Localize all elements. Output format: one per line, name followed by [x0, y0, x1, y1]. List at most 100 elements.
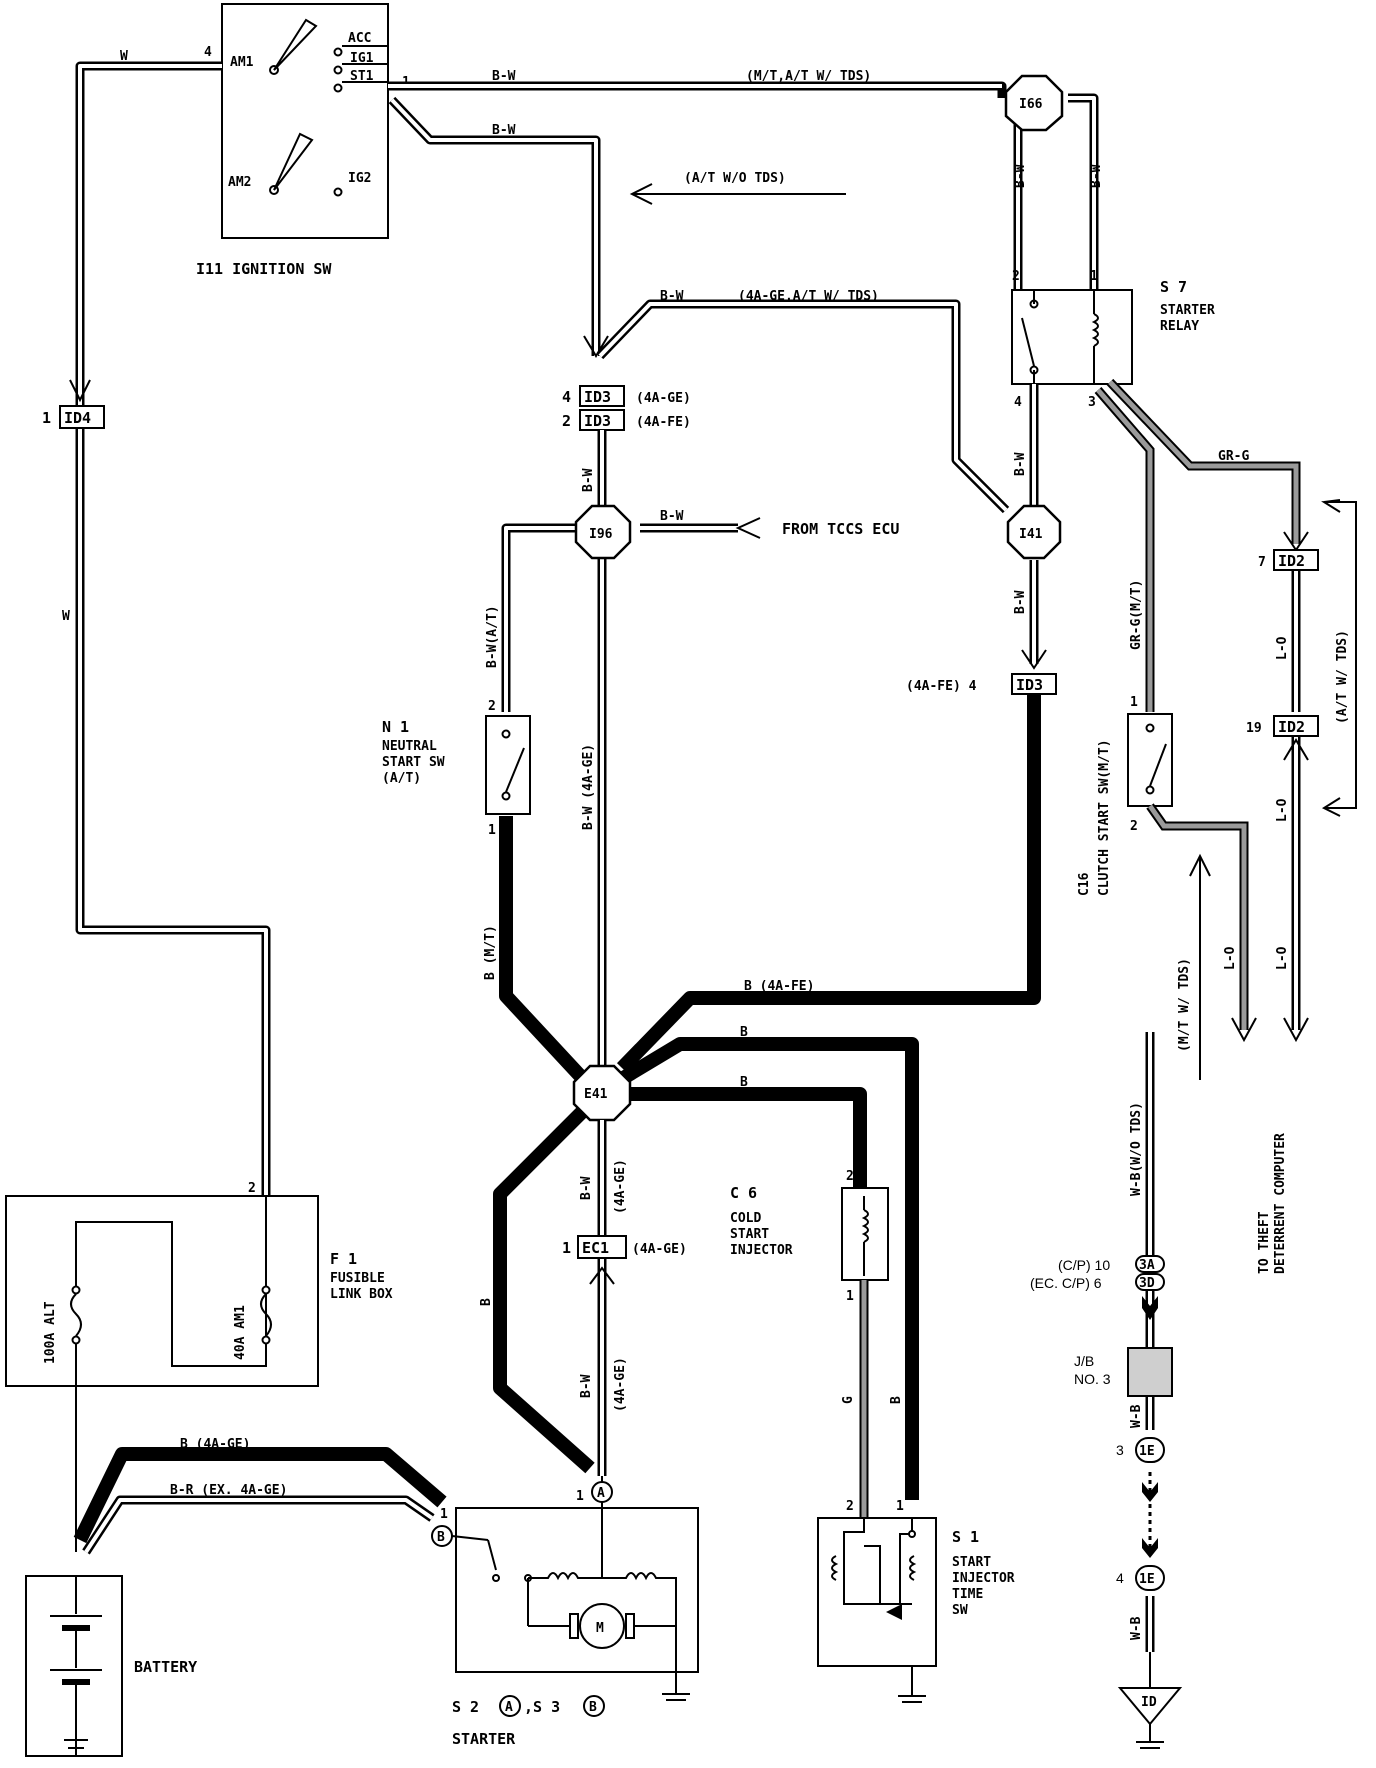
svg-text:3: 3: [1116, 1442, 1124, 1458]
ignition-terminal-ig1: IG1: [350, 51, 374, 66]
wire-label-bw-i41: B-W: [1013, 590, 1028, 614]
svg-text:ID: ID: [1141, 1695, 1157, 1710]
wire-label-4age-at-tds: (4A-GE,A/T W/ TDS): [738, 289, 879, 304]
wire-label-mt-at-tds: (M/T,A/T W/ TDS): [746, 69, 871, 84]
svg-text:(C/P) 10: (C/P) 10: [1058, 1257, 1110, 1273]
wire-label-b-left: B: [479, 1298, 494, 1306]
svg-text:FUSIBLE: FUSIBLE: [330, 1271, 385, 1286]
bw-starter-wire: B-W (4A-GE) B-W (4A-GE): [579, 1120, 628, 1476]
svg-text:(4A-GE): (4A-GE): [636, 391, 691, 406]
svg-text:INJECTOR: INJECTOR: [730, 1243, 793, 1258]
wire-label-w-top: W: [120, 49, 128, 64]
wire-label-bw-ec1: B-W: [579, 1374, 594, 1398]
wire-label-b-4afe: B (4A-FE): [744, 979, 814, 994]
connector-id3-4age: ID3 4 (4A-GE): [562, 385, 691, 407]
wb-wire: W-B(W/O TDS) W-B W-B: [1129, 1032, 1158, 1652]
wire-label-lo-1: L-O: [1275, 636, 1290, 660]
wire-label-br-ex: B-R (EX. 4A-GE): [170, 1483, 287, 1498]
svg-text:START: START: [952, 1555, 991, 1570]
svg-text:ID3: ID3: [584, 412, 611, 430]
fusible-link-box-id: F 1: [330, 1250, 357, 1268]
clutch-start-switch-id: C16: [1077, 872, 1092, 896]
svg-text:3A: 3A: [1139, 1258, 1155, 1273]
wire-label-4age-e41: (4A-GE): [613, 1159, 628, 1214]
connector-3d: 3D (EC. C/P) 6: [1030, 1273, 1165, 1291]
wire-label-at-wo-tds: (A/T W/O TDS): [684, 171, 786, 186]
wire-label-bw-top: B-W: [492, 69, 516, 84]
svg-text:B: B: [589, 1700, 597, 1715]
starter-label: STARTER: [452, 1730, 516, 1748]
from-tccs-label: FROM TCCS ECU: [782, 520, 899, 538]
wire-label-grg-mt: GR-G(M/T): [1129, 580, 1144, 650]
wire-label-b-mt: B (M/T): [483, 925, 498, 980]
svg-text:1: 1: [1090, 269, 1098, 284]
svg-text:START: START: [730, 1227, 769, 1242]
wire-label-bw-e41: B-W: [579, 1176, 594, 1200]
wire-label-lo-3: L-O: [1223, 946, 1238, 970]
svg-text:1: 1: [488, 823, 496, 838]
svg-text:A: A: [505, 1700, 513, 1715]
svg-text:B: B: [437, 1530, 445, 1545]
ignition-terminal-ig2: IG2: [348, 171, 371, 186]
br-wire: B-R (EX. 4A-GE): [82, 1483, 435, 1555]
svg-text:EC1: EC1: [582, 1239, 609, 1257]
svg-text:40A AM1: 40A AM1: [233, 1305, 248, 1360]
svg-text:1E: 1E: [1139, 1444, 1155, 1459]
connector-id2-19: ID2 19: [1246, 715, 1319, 737]
svg-text:2: 2: [248, 1181, 256, 1196]
connector-id3-4afe: ID3 2 (4A-FE): [562, 409, 691, 431]
ignition-switch: ACC IG1 ST1 AM1 AM2 IG2 4 1 I11 IGNITION…: [196, 3, 410, 278]
svg-text:19: 19: [1246, 721, 1262, 736]
connector-1e-4: 1E 4: [1116, 1565, 1165, 1591]
clutch-start-switch: 1 2 C16 CLUTCH START SW(M/T): [1077, 695, 1173, 896]
connector-3a: 3A (C/P) 10: [1058, 1255, 1165, 1273]
connector-id2-7: ID2 7: [1258, 549, 1319, 571]
svg-text:A: A: [597, 1486, 605, 1501]
lo-wires: L-O L-O L-O L-O (A/T W/ TDS) (M/T W/ TDS…: [1146, 499, 1357, 1080]
connector-id3-pin4: ID3 (4A-FE) 4: [906, 673, 1057, 695]
svg-text:1: 1: [576, 1489, 584, 1504]
svg-text:COLD: COLD: [730, 1211, 761, 1226]
wire-label-lo-2: L-O: [1275, 798, 1290, 822]
wire-label-g: G: [841, 1396, 856, 1404]
svg-text:1: 1: [896, 1499, 904, 1514]
wire-label-at-w-tds: (A/T W/ TDS): [1335, 630, 1350, 724]
start-injector-time-switch-id: S 1: [952, 1528, 979, 1546]
svg-text:1: 1: [42, 409, 51, 427]
theft-deterrent-note: TO THEFT DETERRENT COMPUTER: [1257, 1133, 1288, 1274]
bw-4age-wire: B-W (4A-GE,A/T W/ TDS): [583, 289, 1010, 514]
wire-label-4age-ec1: (4A-GE): [613, 1357, 628, 1412]
svg-text:4: 4: [562, 388, 571, 406]
wire-label-bw-mid: B-W: [492, 123, 516, 138]
svg-text:3D: 3D: [1139, 1276, 1155, 1291]
svg-text:(4A-GE): (4A-GE): [632, 1242, 687, 1257]
svg-text:M: M: [596, 1621, 604, 1636]
top-bw-wires: B-W (M/T,A/T W/ TDS) B-W (A/T W/O TDS) B…: [388, 69, 1104, 356]
wire-label-lo-4: L-O: [1275, 946, 1290, 970]
wire-label-mt-w-tds: (M/T W/ TDS): [1177, 958, 1192, 1052]
svg-text:TIME: TIME: [952, 1587, 983, 1602]
grg-wires: GR-G GR-G(M/T): [1094, 378, 1309, 712]
wire-label-bw-tccs: B-W: [660, 509, 684, 524]
svg-text:4: 4: [1014, 395, 1022, 410]
clutch-start-switch-name: CLUTCH START SW(M/T): [1097, 739, 1112, 896]
starter-relay: 2 1 4 3 S 7 STARTER RELAY: [1011, 269, 1215, 410]
svg-text:DETERRENT COMPUTER: DETERRENT COMPUTER: [1273, 1133, 1288, 1274]
cold-start-injector: 2 1 C 6 COLD START INJECTOR: [730, 1169, 889, 1304]
svg-text:SW: SW: [952, 1603, 968, 1618]
svg-text:1: 1: [562, 1239, 571, 1257]
junction-i66: I66: [1004, 74, 1064, 132]
svg-text:I66: I66: [1019, 97, 1043, 112]
svg-text:I96: I96: [589, 527, 613, 542]
svg-text:(EC. C/P) 6: (EC. C/P) 6: [1030, 1275, 1102, 1291]
g-wire: G B: [841, 1280, 904, 1518]
svg-text:(A/T): (A/T): [382, 771, 421, 786]
wire-label-bw-4age: B-W: [660, 289, 684, 304]
svg-text:2: 2: [846, 1169, 854, 1184]
fusible-link-box: 2 100A ALT 40A AM1 F 1 FUSIBLE LINK BOX: [5, 1181, 393, 1552]
wire-label-b-1: B: [740, 1025, 748, 1040]
starter-ids-prefix: S 2: [452, 1698, 479, 1716]
start-injector-time-switch: 2 1 S 1 START INJECTOR TIME SW: [817, 1499, 1015, 1703]
svg-text:ID2: ID2: [1278, 718, 1305, 736]
